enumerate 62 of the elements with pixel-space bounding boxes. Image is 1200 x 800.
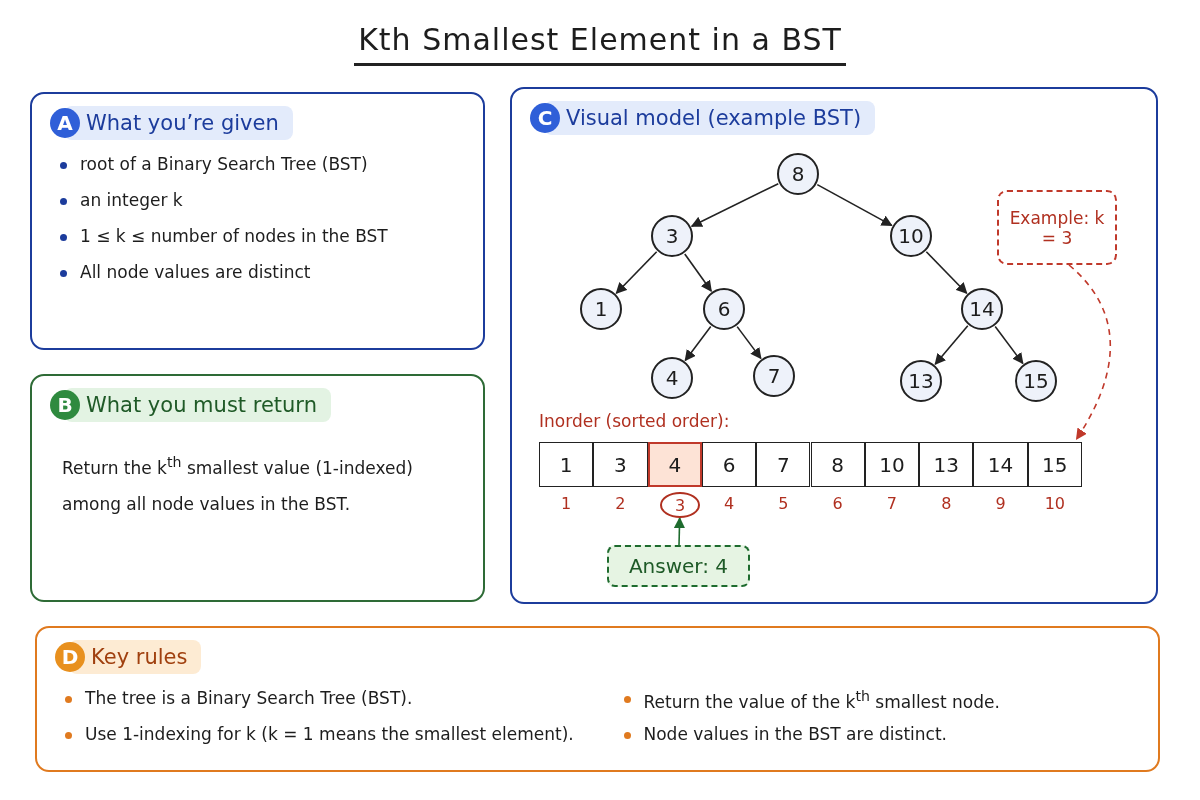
index-number: 6 <box>832 494 843 513</box>
index-number: 4 <box>723 494 735 513</box>
letter-badge: A <box>50 108 80 138</box>
bullet-item: All node values are distinct <box>58 262 465 282</box>
diagram-title: Kth Smallest Element in a BST <box>354 22 846 66</box>
bullet-item: Node values in the BST are distinct. <box>621 723 1140 744</box>
arrow <box>934 325 969 366</box>
index-number: 9 <box>995 494 1006 513</box>
array-cell: 15 <box>1027 442 1082 487</box>
index-number: 2 <box>615 494 626 513</box>
index-number: 10 <box>1044 494 1065 513</box>
info-panel <box>35 626 1160 772</box>
section-label: Inorder (sorted order): <box>539 411 730 431</box>
bullet-item: Return the value of the k$^{th}$ smallest node. <box>621 688 1140 712</box>
tree-node-circle: 13 <box>900 360 942 402</box>
arrow <box>816 183 893 227</box>
tree-node-circle: 6 <box>703 288 745 330</box>
tree-node-circle: 8 <box>777 153 819 195</box>
tree-node-circle: 7 <box>753 355 795 397</box>
array-cell: 14 <box>973 442 1028 487</box>
bullet-item: an integer k <box>58 190 465 210</box>
arrow <box>684 325 712 362</box>
index-number: 7 <box>886 494 898 513</box>
index-number: 8 <box>941 494 952 513</box>
tree-node-circle: 4 <box>651 357 693 399</box>
arrow <box>736 325 762 360</box>
bullet-item: The tree is a Binary Search Tree (BST). <box>63 688 582 712</box>
arrow <box>683 253 713 292</box>
bullet-item: Use 1-indexing for k (k = 1 means the smallest element). <box>63 723 582 744</box>
example-callout: Example: k = 3 <box>997 190 1117 265</box>
array-cell: 3 <box>593 442 648 487</box>
array-cell: 6 <box>701 442 757 487</box>
info-panel <box>510 87 1158 604</box>
array-cell: 10 <box>864 442 920 487</box>
array-cell: 8 <box>810 442 865 487</box>
letter-badge: C <box>530 103 560 133</box>
info-panel <box>30 374 485 602</box>
bullet-item: 1 ≤ k ≤ number of nodes in the BST <box>58 226 465 246</box>
tree-node-circle: 10 <box>890 215 932 257</box>
arrow <box>925 250 968 295</box>
answer-box: Answer: 4 <box>607 545 750 587</box>
arrow <box>1068 264 1112 440</box>
arrow <box>690 182 780 228</box>
tree-node-circle: 3 <box>651 215 693 257</box>
info-panel <box>30 92 485 350</box>
index-number: 1 <box>561 494 572 513</box>
description-text: Return the k$^{th}$ smallest value (1-indexed) among all node values in the BST. <box>62 453 414 516</box>
arrow <box>673 516 686 546</box>
highlighted-array-cell: 4 <box>647 442 702 487</box>
array-cell: 1 <box>539 442 594 487</box>
arrow <box>615 250 658 295</box>
arrow <box>994 325 1024 365</box>
letter-badge: D <box>55 642 85 672</box>
tree-node-circle: 1 <box>580 288 622 330</box>
tree-node-circle: 14 <box>961 288 1003 330</box>
tree-node-circle: 15 <box>1015 360 1057 402</box>
bullet-item: root of a Binary Search Tree (BST) <box>58 154 465 174</box>
array-cell: 7 <box>756 442 811 487</box>
array-cell: 13 <box>919 442 974 487</box>
index-number: 5 <box>778 494 789 513</box>
letter-badge: B <box>50 390 80 420</box>
circled-index: 3 <box>660 492 700 518</box>
